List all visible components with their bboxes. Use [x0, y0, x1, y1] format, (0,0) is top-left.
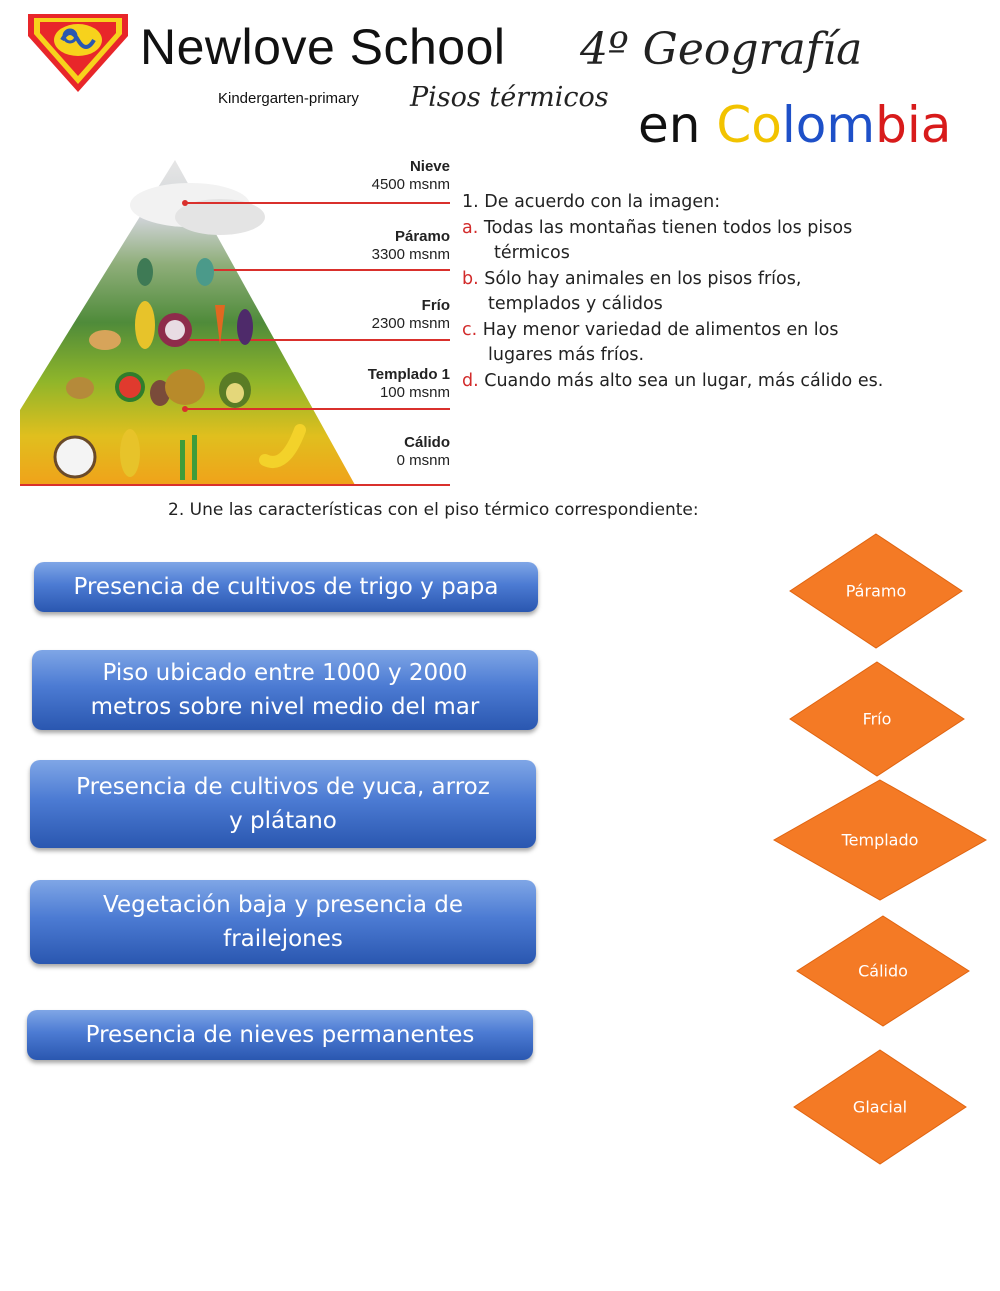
level-name: Cálido [404, 434, 450, 451]
match-card-frailejones[interactable]: Vegetación baja y presencia de frailejone… [30, 880, 536, 964]
school-subtitle: Kindergarten-primary [218, 90, 359, 107]
topic-part-2: lo [781, 96, 827, 154]
card-line-2: frailejones [223, 926, 343, 952]
thermal-floors-pyramid: Nieve 4500 msnm Páramo 3300 msnm Frío 23… [20, 155, 450, 495]
level-paramo: Páramo 3300 msnm [372, 228, 450, 264]
level-calido: Cálido 0 msnm [397, 434, 450, 470]
school-name: Newlove School [140, 19, 506, 75]
target-templado[interactable]: Templado [772, 778, 988, 902]
level-nieve: Nieve 4500 msnm [372, 158, 450, 194]
option-text: Hay menor variedad de alimentos en los [477, 319, 839, 340]
card-text: Presencia de cultivos de yuca, arroz y pl… [76, 770, 490, 839]
level-altitude: 3300 msnm [371, 246, 450, 263]
diamond-shape [793, 1049, 967, 1165]
card-text: Presencia de nieves permanentes [86, 1018, 475, 1053]
option-a-cont: térmicos [494, 243, 570, 264]
topic-word-en: en [638, 96, 717, 154]
topic-colombia: en Colombia [638, 96, 951, 154]
diamond-shape [796, 915, 970, 1027]
option-letter: b. [462, 268, 479, 289]
target-label: Páramo [845, 581, 907, 601]
topic-part-3: m [826, 96, 876, 154]
option-letter: a. [462, 217, 479, 238]
pyramid-illustration [20, 160, 450, 486]
card-text: Presencia de cultivos de trigo y papa [74, 570, 499, 605]
card-line-2: metros sobre nivel medio del mar [90, 694, 480, 720]
question-1: 1. De acuerdo con la imagen: a. Todas la… [462, 190, 942, 394]
option-d: d. Cuando más alto sea un lugar, más cál… [462, 369, 942, 395]
target-label: Cálido [858, 961, 908, 981]
diamond-shape [789, 661, 965, 777]
level-altitude: 2300 msnm [371, 315, 450, 332]
level-name: Frío [421, 297, 450, 314]
level-name: Templado 1 [367, 366, 450, 383]
level-altitude: 0 msnm [396, 452, 450, 469]
option-text: Cuando más alto sea un lugar, más cálido… [478, 370, 884, 391]
card-text: Vegetación baja y presencia de frailejone… [103, 888, 463, 957]
topic-part-1: Co [716, 96, 782, 154]
card-line-1: Piso ubicado entre 1000 y 2000 [102, 659, 468, 686]
match-card-nieves[interactable]: Presencia de nieves permanentes [27, 1010, 533, 1060]
level-frio: Frío 2300 msnm [372, 297, 450, 333]
option-text: Todas las montañas tienen todos los piso… [478, 217, 853, 238]
option-a: a. Todas las montañas tienen todos los p… [462, 216, 942, 242]
school-logo [22, 6, 134, 96]
grade-title: 4º Geografía [580, 24, 863, 75]
option-c: c. Hay menor variedad de alimentos en lo… [462, 318, 942, 344]
level-templado: Templado 1 100 msnm [368, 366, 450, 402]
option-letter: c. [462, 319, 478, 340]
target-label: Templado [841, 830, 919, 850]
card-line-1: Presencia de nieves permanentes [85, 1021, 475, 1048]
option-b-cont: templados y cálidos [488, 294, 663, 315]
diamond-shape [772, 779, 988, 901]
card-line-1: Presencia de cultivos de trigo y papa [73, 573, 499, 600]
level-name: Nieve [409, 158, 450, 175]
topic-part-4: bia [875, 96, 952, 154]
target-paramo[interactable]: Páramo [788, 532, 964, 650]
target-frio[interactable]: Frío [788, 660, 966, 778]
target-label: Frío [862, 709, 892, 729]
diamond-shape [789, 533, 963, 649]
option-c-cont: lugares más fríos. [488, 345, 645, 366]
option-text: Sólo hay animales en los pisos fríos, [478, 268, 802, 289]
target-label: Glacial [852, 1097, 908, 1117]
match-card-yuca-arroz[interactable]: Presencia de cultivos de yuca, arroz y pl… [30, 760, 536, 848]
option-b: b. Sólo hay animales en los pisos fríos, [462, 267, 942, 293]
level-name: Páramo [394, 228, 450, 245]
level-altitude: 100 msnm [379, 384, 450, 401]
match-card-trigo-papa[interactable]: Presencia de cultivos de trigo y papa [34, 562, 538, 612]
question-2-prompt: 2. Une las características con el piso t… [168, 500, 699, 520]
card-line-1: Presencia de cultivos de yuca, arroz [76, 773, 490, 800]
card-line-1: Vegetación baja y presencia de [103, 891, 463, 918]
level-altitude: 4500 msnm [371, 176, 450, 193]
topic-title: Pisos térmicos [410, 82, 609, 113]
target-calido[interactable]: Cálido [795, 914, 971, 1028]
card-text: Piso ubicado entre 1000 y 2000 metros sob… [91, 656, 480, 725]
card-line-2: y plátano [229, 808, 337, 834]
match-card-1000-2000[interactable]: Piso ubicado entre 1000 y 2000 metros sob… [32, 650, 538, 730]
target-glacial[interactable]: Glacial [792, 1048, 968, 1166]
question-1-prompt: 1. De acuerdo con la imagen: [462, 192, 721, 212]
option-letter: d. [462, 370, 479, 391]
